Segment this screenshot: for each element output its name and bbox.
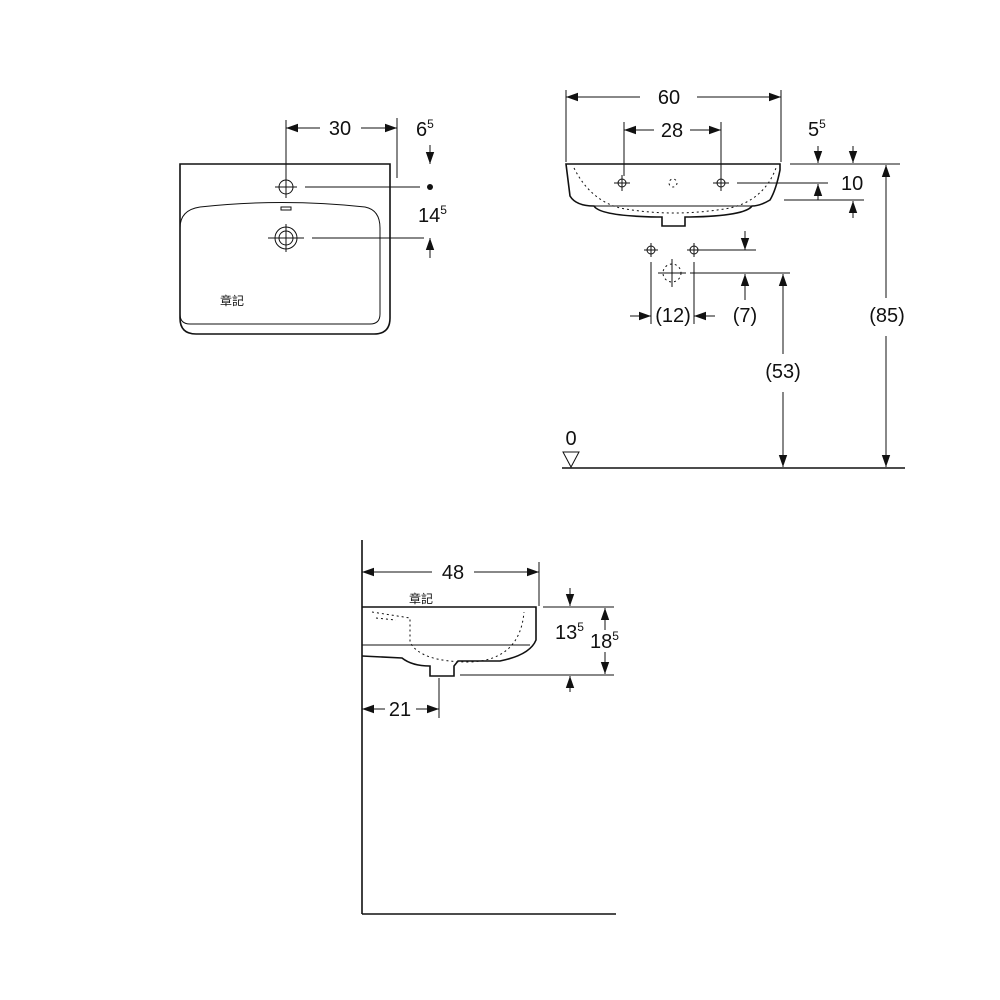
dim-bowl-depth: 135 (555, 620, 584, 644)
dim-tap-spacing: 28 (661, 120, 683, 142)
top-view: 30 65 145 章記 (179, 117, 447, 335)
waste-marker (658, 259, 686, 287)
basin-outline-front (565, 163, 781, 227)
logo-mark-side: 章記 (409, 591, 433, 606)
tap-hole-left (614, 175, 630, 191)
logo-mark-top: 章記 (220, 293, 244, 308)
dim-depth: 10 (841, 173, 863, 195)
side-view: 48 章記 135 185 21 (361, 540, 619, 915)
dim-waste-height: (53) (765, 361, 801, 383)
tap-hole-right (713, 175, 729, 191)
basin-outline-side (361, 606, 537, 677)
dim-width: 60 (658, 87, 680, 109)
dim-overflow: 145 (418, 203, 447, 227)
dim-tap-offset: 30 (329, 118, 351, 140)
dim-total-depth: 185 (590, 629, 619, 653)
dim-projection: 48 (442, 562, 464, 584)
basin-outline-top (179, 163, 391, 335)
tap-hole (275, 176, 297, 198)
dim-rim-gap: 55 (808, 117, 826, 141)
front-view: 60 28 55 10 (562, 87, 905, 469)
bowl-inner-top (179, 202, 381, 325)
dim-top-gap: 65 (416, 117, 434, 141)
dim-waste-distance: 21 (389, 699, 411, 721)
floor-level-icon (562, 451, 580, 469)
dim-waste-spacing: (12) (655, 305, 691, 327)
supply-marker-right (687, 243, 701, 257)
supply-marker-left (644, 243, 658, 257)
dim-total-height: (85) (869, 305, 905, 327)
drain-hole (268, 224, 304, 252)
floor-label: 0 (565, 428, 576, 450)
dim-waste-offset: (7) (733, 305, 757, 327)
